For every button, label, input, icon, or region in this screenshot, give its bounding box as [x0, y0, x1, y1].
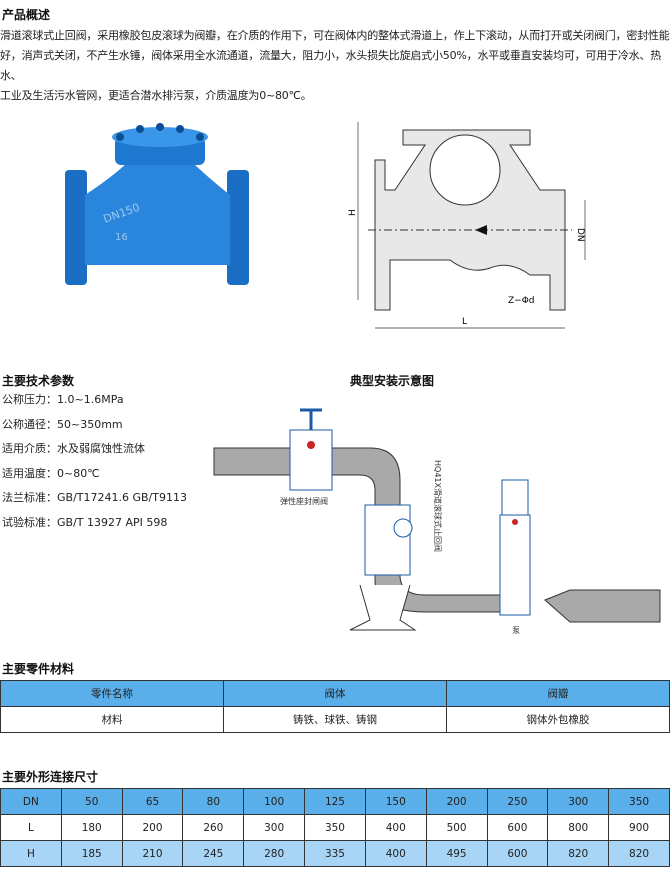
spec-item: 公称压力：1.0~1.6MPa [2, 393, 124, 406]
table-row: 零件名称阀体阀瓣 [0, 680, 670, 707]
cell: 零件名称 [0, 680, 224, 707]
height-label: H [348, 209, 358, 216]
specs-title: 主要技术参数 [2, 374, 75, 388]
install-title: 典型安装示意图 [350, 374, 435, 388]
spec-item: 公称通径：50~350mm [2, 417, 123, 431]
cell: 250 [486, 788, 549, 815]
dimension-drawing: H DN L Z−Φd [348, 122, 586, 329]
cell: 210 [121, 840, 184, 867]
bolt-label: Z−Φd [508, 296, 535, 306]
cell: 900 [608, 814, 670, 841]
cell: 材料 [0, 706, 224, 733]
spec-item: 适用介质：水及弱腐蚀性流体 [2, 442, 145, 455]
cell: 185 [60, 840, 123, 867]
cell: 200 [121, 814, 184, 841]
specs-list: 公称压力：1.0~1.6MPa 公称通径：50~350mm 适用介质：水及弱腐蚀… [2, 392, 187, 539]
overview-line: 滑道滚球式止回阀，采用橡胶包皮滚球为阀瓣，在介质的作用下，可在阀体内的整体式滑道… [0, 29, 670, 42]
cell: 495 [425, 840, 488, 867]
cell: 400 [364, 814, 427, 841]
cell: 350 [304, 814, 366, 841]
cell: 600 [486, 814, 549, 841]
cell: 280 [243, 840, 306, 867]
length-label: L [462, 317, 467, 327]
cell: 125 [304, 788, 366, 815]
overview-line: 好，消声式关闭，不产生水锤，阀体采用全水流通道，流量大，阻力小，水头损失比旋启式… [0, 49, 662, 82]
cell: 300 [547, 788, 610, 815]
photo-marking: 16 [115, 232, 128, 243]
check-valve-label: HQ41X滑道滚球式止回阀 [433, 460, 443, 552]
spec-item: 法兰标准：GB/T17241.6 GB/T9113 [2, 491, 187, 504]
gate-valve-label: 弹性座封闸阀 [280, 496, 328, 506]
cell: 300 [243, 814, 306, 841]
cell: 150 [364, 788, 427, 815]
cell: 245 [182, 840, 245, 867]
cell: 65 [121, 788, 184, 815]
installation-diagram: 弹性座封闸阀 HQ41X滑道滚球式止回阀 泵 [213, 408, 661, 635]
cell: 800 [547, 814, 610, 841]
cell: 铸铁、球铁、铸钢 [223, 706, 447, 733]
materials-title: 主要零件材料 [2, 662, 75, 676]
cell: 820 [608, 840, 670, 867]
cell: 100 [243, 788, 306, 815]
cell: H [0, 840, 62, 867]
overview-title: 产品概述 [2, 8, 51, 22]
spec-item: 适用温度：0~80℃ [2, 466, 100, 480]
cell: 820 [547, 840, 610, 867]
cell: L [0, 814, 62, 841]
cell: 500 [425, 814, 488, 841]
cell: 180 [60, 814, 123, 841]
cell: 350 [608, 788, 670, 815]
cell: 400 [364, 840, 427, 867]
dimensions-title: 主要外形连接尺寸 [2, 770, 99, 784]
cell: 200 [425, 788, 488, 815]
cell: 260 [182, 814, 245, 841]
overview-text: 滑道滚球式止回阀，采用橡胶包皮滚球为阀瓣，在介质的作用下，可在阀体内的整体式滑道… [0, 26, 670, 106]
cell: 阀瓣 [446, 680, 670, 707]
valve-photo: DN150 16 [65, 123, 249, 285]
pump-label: 泵 [512, 626, 520, 635]
cell: DN [0, 788, 62, 815]
materials-table: 零件名称阀体阀瓣 材料铸铁、球铁、铸钢钢体外包橡胶 [0, 680, 670, 733]
cell: 335 [304, 840, 366, 867]
cell: 钢体外包橡胶 [446, 706, 670, 733]
cell: 50 [60, 788, 123, 815]
overview-line: 工业及生活污水管网，更适合潜水排污泵，介质温度为0~80℃。 [0, 89, 312, 102]
table-row: 材料铸铁、球铁、铸钢钢体外包橡胶 [0, 706, 670, 733]
cell: 阀体 [223, 680, 447, 707]
spec-item: 试验标准：GB/T 13927 API 598 [2, 515, 168, 529]
cell: 600 [486, 840, 549, 867]
dn-label: DN [575, 228, 585, 242]
cell: 80 [182, 788, 245, 815]
